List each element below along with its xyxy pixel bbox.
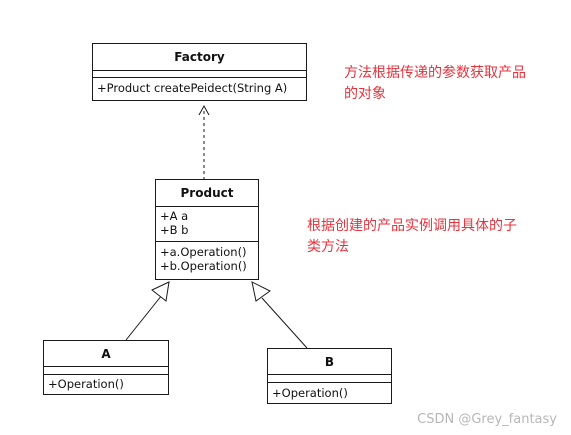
class-product-attributes: +A a +B b bbox=[156, 207, 258, 242]
method-item: +b.Operation() bbox=[160, 259, 247, 273]
product-note-line: 类方法 bbox=[307, 239, 349, 255]
attribute-item: +A a bbox=[160, 209, 189, 223]
method-item: +Product createPeidect(String A) bbox=[97, 81, 288, 95]
class-factory-name: Factory bbox=[93, 44, 306, 71]
method-item: +Operation() bbox=[272, 386, 348, 400]
product-note-line: 根据创建的产品实例调用具体的子 bbox=[307, 218, 517, 234]
generalization-arrow-b bbox=[251, 281, 271, 302]
method-item: +a.Operation() bbox=[160, 245, 247, 259]
class-b-name: B bbox=[268, 349, 391, 375]
class-product-name: Product bbox=[156, 180, 258, 207]
class-a-attributes bbox=[44, 367, 168, 375]
class-factory-methods: +Product createPeidect(String A) bbox=[93, 78, 306, 95]
class-factory[interactable]: Factory +Product createPeidect(String A) bbox=[92, 43, 307, 101]
generalization-line-a bbox=[125, 294, 163, 341]
dependency-arrowhead bbox=[198, 104, 210, 116]
class-product-methods: +a.Operation() +b.Operation() bbox=[156, 242, 258, 273]
class-a-methods: +Operation() bbox=[44, 375, 168, 391]
product-note: 根据创建的产品实例调用具体的子 类方法 bbox=[307, 216, 517, 258]
generalization-arrow-a bbox=[151, 281, 170, 302]
class-product[interactable]: Product +A a +B b +a.Operation() +b.Oper… bbox=[155, 179, 259, 280]
class-b-methods: +Operation() bbox=[268, 383, 391, 400]
factory-note-line: 方法根据传递的参数获取产品 bbox=[344, 65, 526, 81]
class-factory-attributes bbox=[93, 71, 306, 78]
attribute-item: +B b bbox=[160, 223, 189, 237]
class-b-attributes bbox=[268, 375, 391, 383]
method-item: +Operation() bbox=[48, 377, 124, 391]
watermark: CSDN @Grey_fantasy bbox=[417, 412, 557, 427]
factory-note: 方法根据传递的参数获取产品 的对象 bbox=[344, 63, 526, 105]
class-a[interactable]: A +Operation() bbox=[43, 340, 169, 395]
class-b[interactable]: B +Operation() bbox=[267, 348, 392, 404]
class-a-name: A bbox=[44, 341, 168, 367]
generalization-line-b bbox=[261, 297, 308, 349]
factory-note-line: 的对象 bbox=[344, 86, 386, 102]
